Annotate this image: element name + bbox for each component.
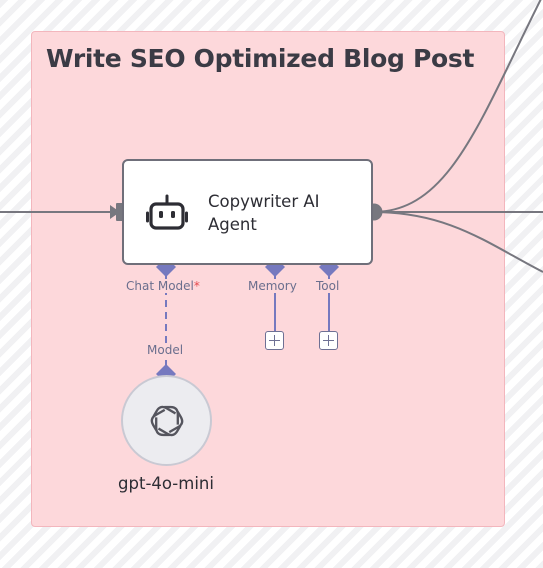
agent-node-title: Copywriter AI Agent (208, 192, 320, 234)
add-tool-button[interactable] (319, 331, 338, 350)
memory-port-label: Memory (247, 279, 298, 293)
add-memory-button[interactable] (265, 331, 284, 350)
copywriter-agent-node[interactable]: Copywriter AI Agent (122, 159, 373, 265)
model-port-label: Model (146, 343, 185, 357)
chat-model-port-label: Chat Model* (125, 279, 201, 293)
sticky-note[interactable]: Write SEO Optimized Blog Post (31, 31, 505, 527)
connection-out-upper[interactable] (372, 0, 543, 213)
model-node-title: gpt-4o-mini (118, 474, 214, 493)
input-arrow-icon (110, 205, 120, 219)
robot-icon (146, 194, 188, 230)
connection-out-lower[interactable] (372, 211, 543, 273)
openai-icon (150, 405, 184, 437)
sticky-note-title: Write SEO Optimized Blog Post (46, 44, 475, 73)
required-marker: * (193, 279, 200, 293)
tool-port-label: Tool (315, 279, 341, 293)
gpt-model-node[interactable] (121, 375, 212, 466)
